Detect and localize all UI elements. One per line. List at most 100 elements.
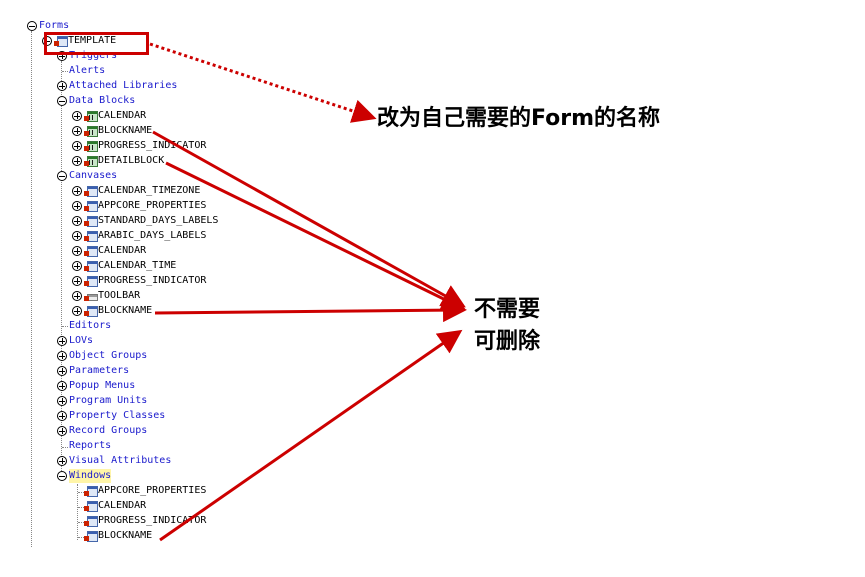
expand-icon[interactable] xyxy=(57,381,67,391)
expand-icon[interactable] xyxy=(72,216,82,226)
tree-node-attached-libraries[interactable]: Attached Libraries xyxy=(57,79,177,93)
expand-icon[interactable] xyxy=(57,411,67,421)
tree-node-label: BLOCKNAME xyxy=(98,305,153,316)
expand-icon[interactable] xyxy=(57,336,67,346)
expand-icon[interactable] xyxy=(72,291,82,301)
canvas-icon xyxy=(84,215,98,227)
tree-node-program-units[interactable]: Program Units xyxy=(57,394,147,408)
tree-node-object-groups[interactable]: Object Groups xyxy=(57,349,147,363)
tree-node-label: CALENDAR_TIMEZONE xyxy=(98,185,201,196)
expand-icon[interactable] xyxy=(57,351,67,361)
expand-icon[interactable] xyxy=(72,111,82,121)
collapse-icon[interactable] xyxy=(57,471,67,481)
tree-node-canvas[interactable]: CALENDAR_TIME xyxy=(72,259,176,273)
collapse-icon[interactable] xyxy=(57,171,67,181)
canvas-icon xyxy=(84,305,98,317)
tree-node-windows[interactable]: Windows xyxy=(57,469,112,483)
tree-node-visual-attributes[interactable]: Visual Attributes xyxy=(57,454,171,468)
tree-node-canvas[interactable]: APPCORE_PROPERTIES xyxy=(72,199,206,213)
tree-guide-line xyxy=(78,492,84,493)
tree-node-label: Alerts xyxy=(69,65,106,76)
expand-icon[interactable] xyxy=(57,456,67,466)
canvas-icon xyxy=(84,260,98,272)
tree-guide-line xyxy=(62,326,68,327)
tree-node-popup-menus[interactable]: Popup Menus xyxy=(57,379,135,393)
delete-arrow xyxy=(159,329,463,542)
expand-icon[interactable] xyxy=(57,366,67,376)
tree-node-label: Editors xyxy=(69,320,112,331)
tree-node-template-form[interactable]: TEMPLATE xyxy=(42,34,116,48)
tree-node-window[interactable]: BLOCKNAME xyxy=(84,529,152,543)
tree-node-data-blocks[interactable]: Data Blocks xyxy=(57,94,135,108)
tree-node-window[interactable]: APPCORE_PROPERTIES xyxy=(84,484,206,498)
tree-node-window[interactable]: PROGRESS_INDICATOR xyxy=(84,514,206,528)
tree-node-reports[interactable]: Reports xyxy=(69,439,111,453)
tree-node-canvas[interactable]: STANDARD_DAYS_LABELS xyxy=(72,214,218,228)
tree-node-canvases[interactable]: Canvases xyxy=(57,169,117,183)
expand-icon[interactable] xyxy=(57,81,67,91)
tree-node-alerts[interactable]: Alerts xyxy=(69,64,105,78)
tree-node-label: Triggers xyxy=(69,50,118,61)
expand-icon[interactable] xyxy=(72,306,82,316)
tree-node-canvas[interactable]: ARABIC_DAYS_LABELS xyxy=(72,229,206,243)
tree-node-label: Visual Attributes xyxy=(69,455,172,466)
tree-node-canvas[interactable]: TOOLBAR xyxy=(72,289,140,303)
data-block-icon xyxy=(84,140,98,152)
tree-node-property-classes[interactable]: Property Classes xyxy=(57,409,165,423)
expand-icon[interactable] xyxy=(72,261,82,271)
canvas-icon xyxy=(84,275,98,287)
delete-annotation-line2: 可删除 xyxy=(474,329,541,354)
expand-icon[interactable] xyxy=(72,276,82,286)
expand-icon[interactable] xyxy=(72,186,82,196)
expand-icon[interactable] xyxy=(57,51,67,61)
tree-node-lovs[interactable]: LOVs xyxy=(57,334,93,348)
tree-node-label: CALENDAR xyxy=(98,500,147,511)
tree-node-canvas[interactable]: PROGRESS_INDICATOR xyxy=(72,274,206,288)
expand-icon[interactable] xyxy=(72,126,82,136)
expand-icon[interactable] xyxy=(57,426,67,436)
tree-node-label: Record Groups xyxy=(69,425,148,436)
collapse-icon[interactable] xyxy=(42,36,52,46)
tree-node-forms[interactable]: Forms xyxy=(27,19,69,33)
tree-node-label: Parameters xyxy=(69,365,130,376)
tree-node-block[interactable]: CALENDAR xyxy=(72,109,146,123)
tree-node-label: CALENDAR_TIME xyxy=(98,260,177,271)
tree-node-editors[interactable]: Editors xyxy=(69,319,111,333)
expand-icon[interactable] xyxy=(57,396,67,406)
toolbar-canvas-icon xyxy=(84,290,98,302)
tree-guide-line xyxy=(78,507,84,508)
tree-node-canvas[interactable]: BLOCKNAME xyxy=(72,304,152,318)
form-icon xyxy=(54,35,68,47)
tree-node-canvas[interactable]: CALENDAR xyxy=(72,244,146,258)
expand-icon[interactable] xyxy=(72,231,82,241)
window-icon xyxy=(84,485,98,497)
tree-node-label: ARABIC_DAYS_LABELS xyxy=(98,230,207,241)
tree-node-block[interactable]: BLOCKNAME xyxy=(72,124,152,138)
collapse-icon[interactable] xyxy=(27,21,37,31)
canvas-icon xyxy=(84,245,98,257)
tree-node-label: TOOLBAR xyxy=(98,290,141,301)
tree-node-record-groups[interactable]: Record Groups xyxy=(57,424,147,438)
expand-icon[interactable] xyxy=(72,201,82,211)
tree-guide-line xyxy=(61,61,62,479)
tree-node-canvas[interactable]: CALENDAR_TIMEZONE xyxy=(72,184,200,198)
collapse-icon[interactable] xyxy=(57,96,67,106)
expand-icon[interactable] xyxy=(72,141,82,151)
expand-icon[interactable] xyxy=(72,246,82,256)
tree-node-triggers[interactable]: Triggers xyxy=(57,49,117,63)
tree-node-parameters[interactable]: Parameters xyxy=(57,364,129,378)
canvas-icon xyxy=(84,200,98,212)
tree-guide-line xyxy=(31,31,32,547)
tree-node-label: BLOCKNAME xyxy=(98,125,153,136)
tree-node-block[interactable]: DETAILBLOCK xyxy=(72,154,164,168)
tree-node-label: PROGRESS_INDICATOR xyxy=(98,515,207,526)
expand-icon[interactable] xyxy=(72,156,82,166)
tree-node-window[interactable]: CALENDAR xyxy=(84,499,146,513)
tree-guide-line xyxy=(78,537,84,538)
tree-node-label: PROGRESS_INDICATOR xyxy=(98,275,207,286)
tree-node-block[interactable]: PROGRESS_INDICATOR xyxy=(72,139,206,153)
tree-node-label: CALENDAR xyxy=(98,245,147,256)
tree-node-label: Property Classes xyxy=(69,410,166,421)
template-highlight-box xyxy=(44,32,149,55)
